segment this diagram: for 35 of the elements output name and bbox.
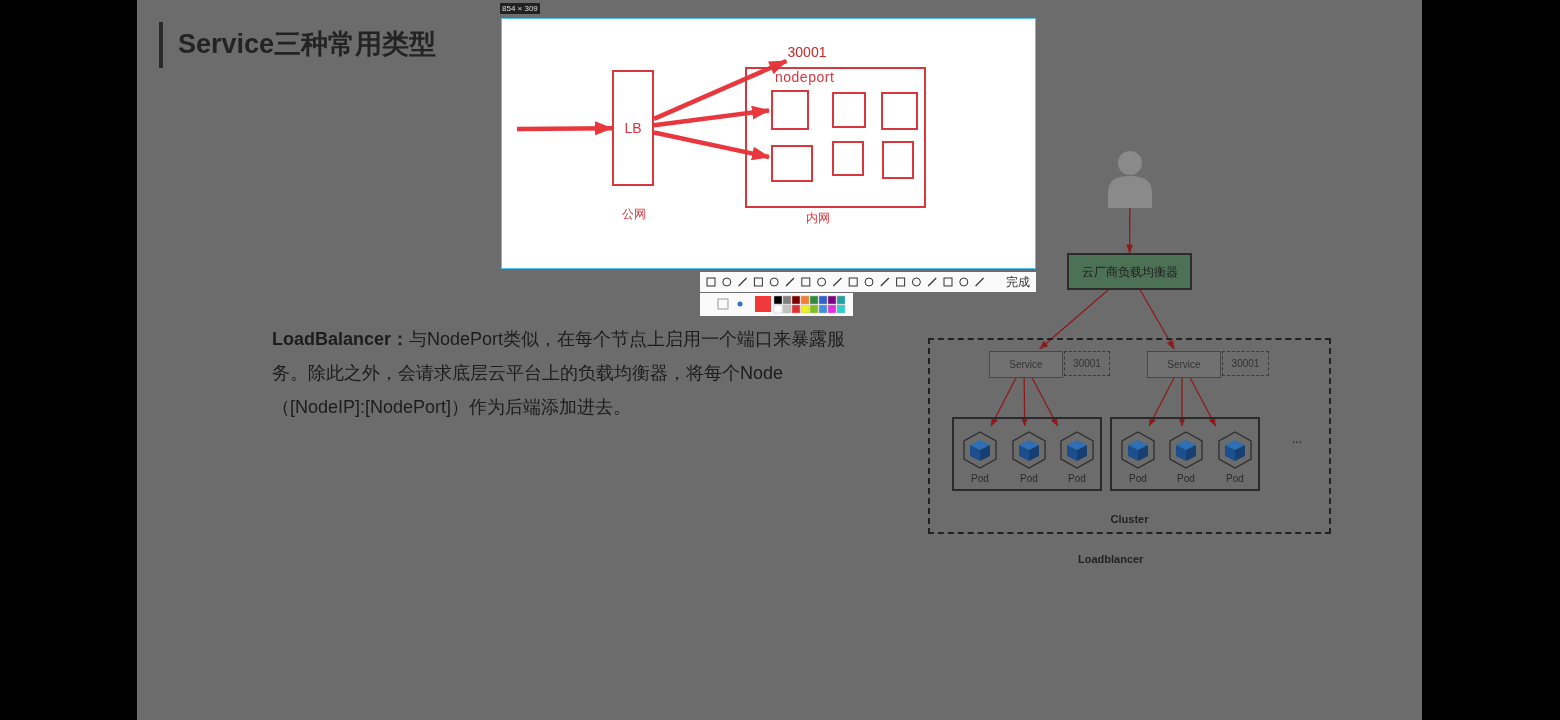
done-button: 完成 [1000, 272, 1036, 292]
node-box [881, 92, 918, 130]
port-box: 30001 [1064, 351, 1110, 376]
node-box [832, 92, 866, 128]
pod-group-box [1110, 417, 1260, 491]
arrow [1126, 207, 1134, 254]
port-text: 30001 [786, 43, 828, 61]
arrow [653, 130, 770, 161]
slide-title: Service三种常用类型 [178, 28, 437, 61]
arrow [653, 58, 788, 121]
box-label: nodeport [775, 69, 835, 85]
node-box [832, 141, 864, 176]
node-box [771, 90, 809, 130]
service-box: Service [989, 351, 1063, 378]
box-label: Cluster [1109, 513, 1150, 525]
arrow [1139, 289, 1175, 350]
arrow [1039, 289, 1109, 350]
cluster-box [928, 338, 1331, 534]
arrow [516, 121, 613, 136]
service-box: Service [1147, 351, 1221, 378]
size-tag: 854 × 309 [500, 3, 540, 14]
lb-box: LB [612, 70, 654, 186]
load-balancer-box: 云厂商负载均衡器 [1067, 253, 1192, 290]
pod-group-box [952, 417, 1102, 491]
port-box: 30001 [1222, 351, 1269, 376]
network-box [745, 67, 926, 208]
node-box [771, 145, 813, 182]
figure-caption: Loadblancer [1078, 553, 1144, 565]
node-label: 公网 [622, 206, 646, 223]
person-icon [1105, 148, 1155, 208]
node-box [882, 141, 914, 179]
body-text: LoadBalancer：与NodePort类似，在每个节点上启用一个端口来暴露服务。除此之外，会请求底层云平台上的负载均衡器，将每个Node（[NodeIP]:[NodePort]）作为后端添加进去。 [272, 328, 847, 419]
ellipsis-text: ... [1292, 432, 1302, 446]
node-label: 内网 [806, 210, 830, 227]
arrow [653, 105, 770, 128]
